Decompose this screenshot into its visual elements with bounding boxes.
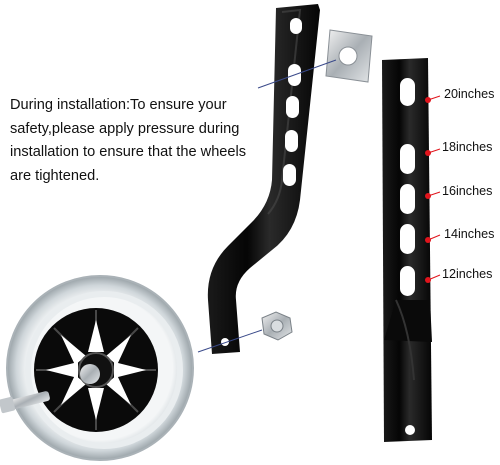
size-label-18: 18inches [442, 140, 493, 154]
instruction-line: are tightened. [10, 167, 100, 184]
wheel-spoke-gaps [46, 320, 146, 420]
training-wheel [0, 275, 194, 461]
size-label-leaders [427, 95, 441, 281]
washer-leader-line [257, 59, 337, 89]
nut-leader-line [197, 329, 263, 353]
size-label-16: 16inches [442, 184, 493, 198]
bar-slots [400, 78, 415, 435]
bent-bracket [207, 4, 320, 354]
instruction-line: During installation:To ensure your [10, 97, 227, 113]
instruction-line: installation to ensure that the wheels [10, 144, 247, 160]
installation-instruction: During installation:To ensure your safet… [10, 94, 275, 188]
size-label-14: 14inches [444, 227, 495, 241]
size-label-20: 20inches [444, 87, 495, 101]
straight-bar [382, 58, 432, 442]
instruction-line: safety,please apply pressure during [10, 120, 240, 137]
bracket-slots [221, 18, 302, 346]
hex-nut [261, 311, 293, 341]
square-washer [325, 29, 373, 83]
size-label-12: 12inches [442, 267, 493, 281]
